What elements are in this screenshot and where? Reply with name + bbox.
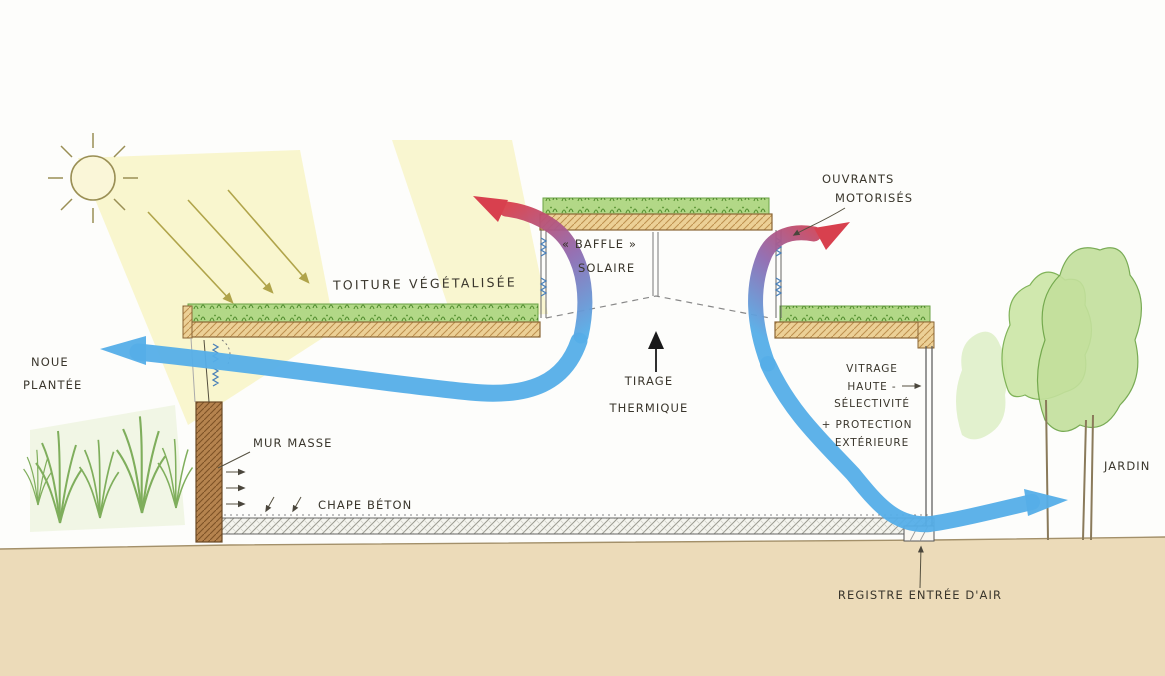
facade-edge-line [190, 337, 196, 403]
tree-trunks [1045, 399, 1094, 541]
label-ouvrants-line1: OUVRANTS [822, 172, 894, 186]
label-noue-line2: PLANTÉE [23, 377, 82, 392]
tree-blob-back [956, 331, 1008, 440]
label-vitrage-line4: + PROTECTION [822, 419, 913, 431]
roof-parapet-right [917, 321, 935, 349]
label-mur-masse: MUR MASSE [253, 436, 333, 450]
spring-symbol [775, 277, 782, 297]
leader-ouvrants [792, 207, 846, 236]
south-glazing [925, 346, 933, 526]
airflow-left [100, 196, 593, 402]
roof-deck-middle [539, 213, 773, 231]
airflow-right-warming [748, 225, 822, 372]
spring-symbol [540, 237, 547, 257]
label-tirage-line1: TIRAGE [624, 374, 673, 388]
sunbeam-arrows [147, 189, 310, 304]
leader-chape-2 [292, 496, 302, 513]
sunbeam-left [78, 150, 335, 425]
label-chape-beton: CHAPE BÉTON [318, 497, 412, 512]
tree-canopy-large [1036, 247, 1143, 432]
vegetation-texture [780, 306, 930, 322]
leader-chape-1 [265, 496, 275, 513]
label-vitrage-line3: SÉLECTIVITÉ [834, 397, 910, 410]
roof-deck-right [774, 321, 934, 339]
green-roof-middle [539, 197, 773, 231]
warm-air-arrow-right [814, 222, 850, 250]
label-vitrage-line5: EXTÉRIEURE [835, 436, 909, 449]
leader-registre [917, 545, 924, 589]
concrete-slab [221, 517, 935, 535]
garden-trees [956, 247, 1143, 541]
green-roof-left [182, 303, 541, 403]
ground [0, 537, 1165, 676]
leader-mur-masse [217, 451, 251, 469]
wall-heat-arrows [226, 468, 246, 508]
airflow-left-cool [129, 332, 588, 402]
sun-icon [48, 133, 138, 223]
label-tirage-line2: THERMIQUE [609, 401, 689, 415]
label-registre: REGISTRE ENTRÉE D'AIR [838, 587, 1002, 602]
interior-post [652, 232, 659, 296]
planted-swale [22, 405, 194, 532]
label-ouvrants-line2: MOTORISÉS [835, 190, 913, 205]
thermal-mass-wall [195, 401, 223, 543]
label-vitrage-line1: VITRAGE [846, 363, 898, 375]
leader-lines [217, 207, 924, 589]
vegetation-texture [188, 304, 538, 322]
label-noue-line1: NOUE [31, 355, 69, 369]
sunbeam-right [392, 140, 548, 318]
green-roof-right [774, 305, 935, 349]
airflow-right [748, 222, 1068, 533]
airflow-left-warming [498, 201, 593, 344]
vegetation-texture [543, 198, 769, 214]
label-toiture-vegetalisee: TOITURE VÉGÉTALISÉE [332, 274, 517, 292]
ground-line [0, 536, 1165, 550]
label-vitrage-line2: HAUTE - [847, 381, 896, 393]
label-jardin: JARDIN [1103, 459, 1151, 473]
warm-air-arrow-left [473, 196, 508, 222]
thermal-draft-arrow [648, 331, 664, 372]
roof-parapet-left [182, 305, 193, 339]
airflow-right-cool [760, 356, 1040, 533]
label-baffle-line1: « BAFFLE » [562, 237, 637, 251]
roof-strut [203, 339, 210, 403]
label-baffle-line2: SOLAIRE [578, 261, 635, 275]
roof-deck-left [184, 321, 541, 338]
